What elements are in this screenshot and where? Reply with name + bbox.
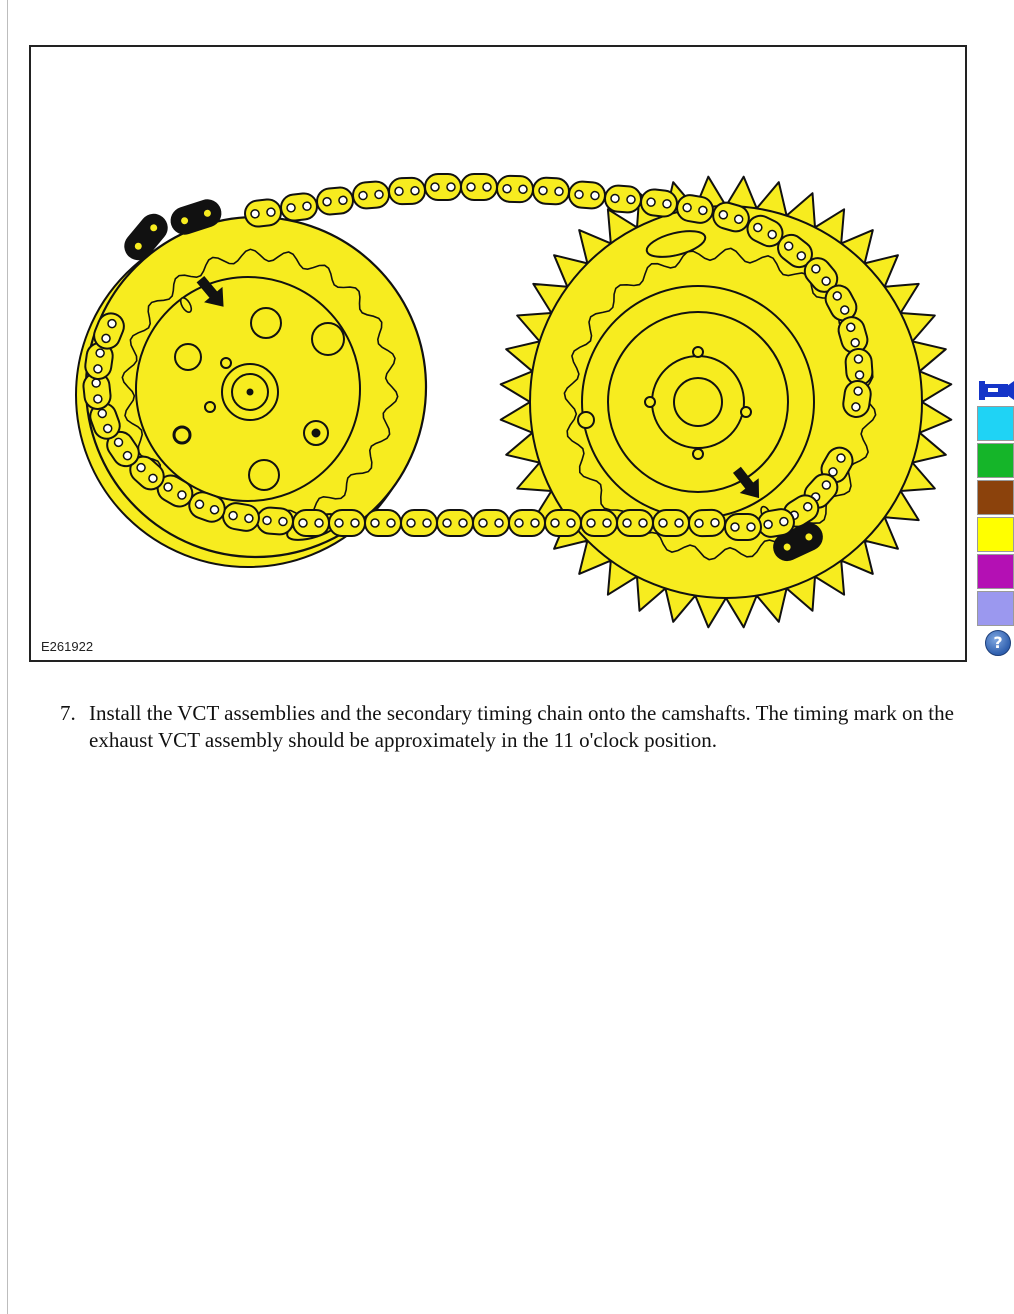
exhaust-vct-boss-3 [311, 322, 345, 356]
chain-link-bottom [89, 402, 121, 440]
chain-link-bottom [328, 509, 366, 537]
intake-vct-pin-top [692, 346, 704, 358]
instruction-step: 7. Install the VCT assemblies and the se… [60, 700, 1000, 754]
figure-id-label: E261922 [41, 639, 94, 654]
exhaust-timing-arrow [196, 275, 224, 307]
intake-vct-center-bore [673, 377, 723, 427]
chain-link-bottom [652, 509, 690, 537]
color-swatch-brown[interactable] [977, 480, 1014, 515]
chain-link-bottom [820, 446, 854, 484]
color-palette: ? [977, 376, 1014, 666]
chain-link-top [388, 176, 426, 206]
intake-vct-pin-right [740, 406, 752, 418]
chain-link-bottom [508, 509, 546, 537]
chain-link-top [676, 194, 714, 224]
page-left-edge [7, 0, 8, 1314]
chain-link-bottom [688, 508, 726, 538]
chain-link-bottom [93, 312, 125, 350]
exhaust-colored-link-2 [124, 213, 168, 261]
chain-link-bottom [188, 491, 226, 523]
chain-link-top [424, 173, 462, 201]
exhaust-vct-inner-teeth [121, 248, 399, 526]
exhaust-vct-bolt-left [172, 425, 192, 445]
intake-timing-arrow [732, 466, 760, 499]
help-icon[interactable]: ? [985, 630, 1011, 656]
intake-vct-peg [577, 411, 595, 429]
chain-link-bottom [292, 509, 330, 537]
chain-link-bottom [256, 506, 294, 536]
step-text: Install the VCT assemblies and the secon… [89, 701, 954, 752]
exhaust-vct-bolt-right-dot [311, 428, 321, 438]
chain-link-top [746, 214, 784, 248]
color-swatch-magenta[interactable] [977, 554, 1014, 589]
color-swatch-lavender[interactable] [977, 591, 1014, 626]
chain-link-bottom [724, 513, 762, 541]
exhaust-vct-boss-1 [174, 343, 202, 371]
vct-timing-chain-illustration [75, 173, 953, 629]
color-swatch-yellow[interactable] [977, 517, 1014, 552]
chain-link-bottom [400, 509, 438, 537]
chain-link-bottom [544, 509, 582, 537]
chain-link-top [568, 180, 606, 210]
color-swatch-green[interactable] [977, 443, 1014, 478]
intake-vct-pin-bottom [692, 448, 704, 460]
chain-link-top [604, 184, 642, 214]
camera-icon[interactable] [979, 376, 1014, 404]
chain-link-top [532, 176, 570, 206]
chain-link-top [316, 186, 354, 216]
chain-link-top [824, 284, 858, 322]
chain-link-top [640, 188, 678, 218]
chain-link-top [352, 180, 390, 210]
exhaust-vct-boss-2 [250, 307, 282, 339]
chain-link-bottom [472, 509, 510, 537]
chain-link-bottom [616, 509, 654, 537]
chain-link-top [803, 257, 839, 293]
chain-link-bottom [106, 430, 140, 468]
chain-link-top [777, 233, 813, 269]
exhaust-vct-pin-2 [220, 357, 232, 369]
chain-link-top [460, 173, 498, 201]
chain-link-bottom [580, 509, 618, 537]
chain-link-top [842, 380, 872, 418]
chain-link-top [244, 198, 282, 228]
illustration-frame: E261922 [29, 45, 967, 662]
intake-vct-pin-left [644, 396, 656, 408]
chain-link-top [280, 192, 318, 222]
chain-link-bottom [364, 509, 402, 537]
chain-link-bottom [84, 342, 114, 380]
color-swatch-cyan[interactable] [977, 406, 1014, 441]
exhaust-colored-link-1 [170, 199, 222, 235]
exhaust-vct-pin [204, 401, 216, 413]
intake-vct-logo-oval [645, 230, 707, 258]
exhaust-vct-center-dot [246, 388, 254, 396]
exhaust-vct-boss-4 [248, 459, 280, 491]
chain-link-bottom [436, 509, 474, 537]
step-number: 7. [60, 701, 76, 725]
chain-link-top [837, 316, 869, 354]
chain-link-bottom [222, 502, 260, 532]
chain-link-top [496, 174, 534, 204]
chain-link-top [712, 201, 750, 233]
exhaust-timing-mark [179, 296, 193, 314]
